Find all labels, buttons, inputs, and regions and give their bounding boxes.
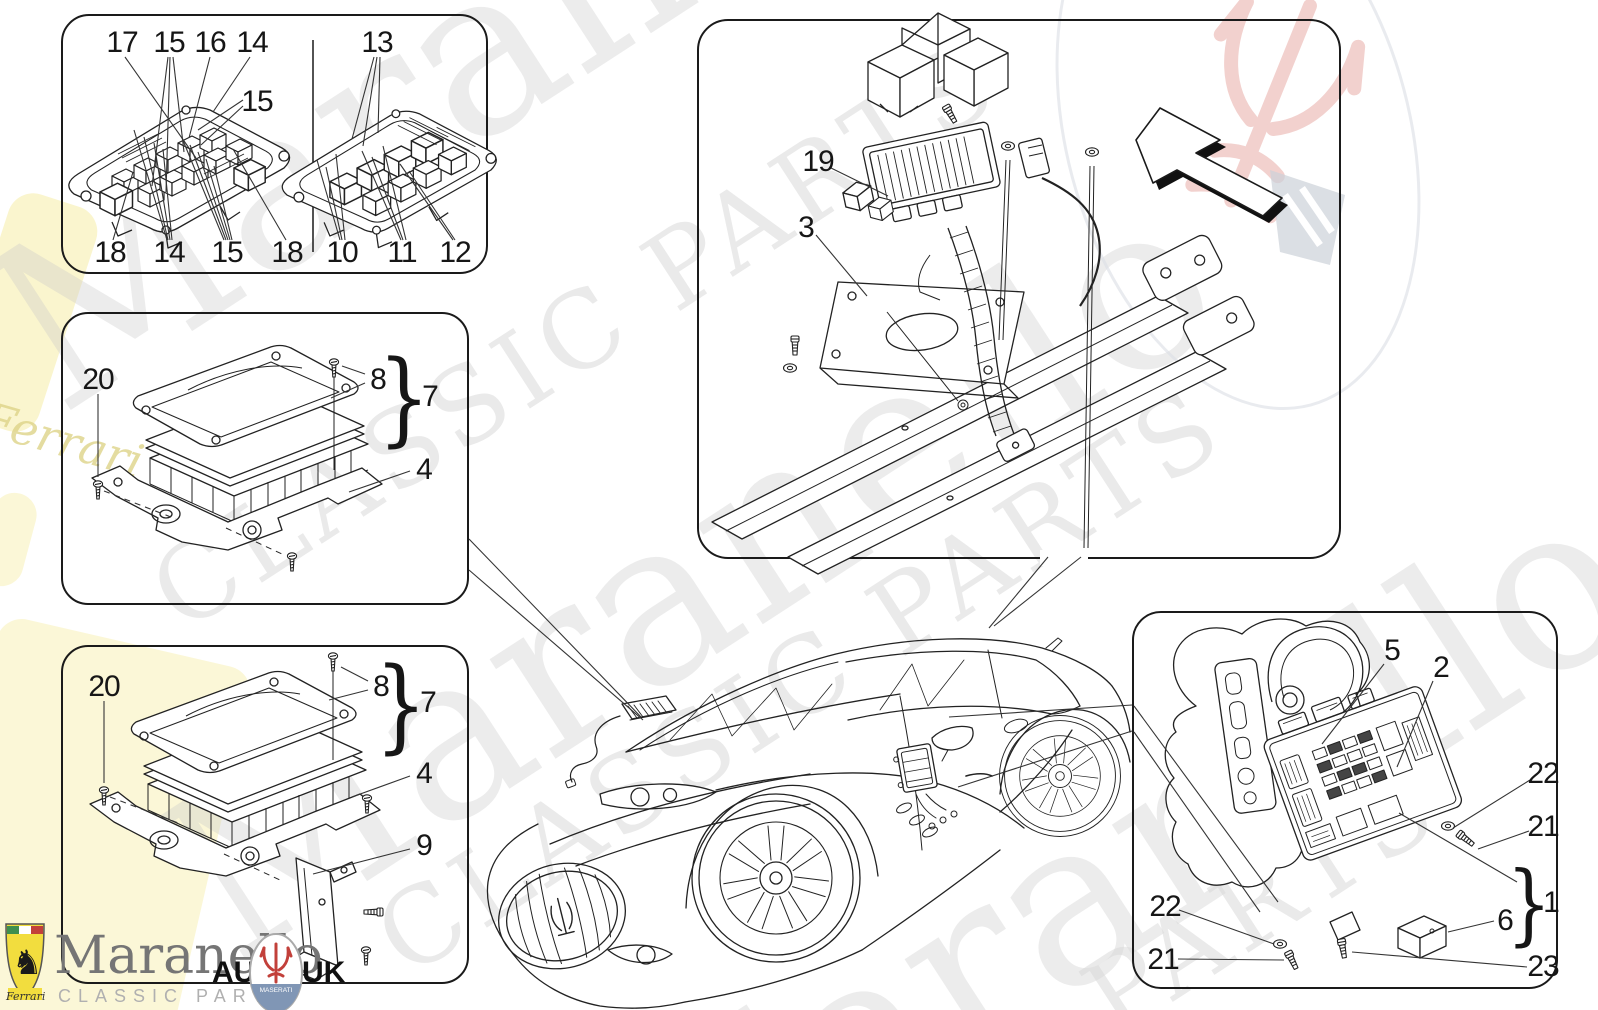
callout-label: 4 xyxy=(416,453,433,486)
callout-label: 7 xyxy=(420,686,437,719)
connector-plug xyxy=(1017,137,1101,307)
ferrari-shield-label: Ferrari xyxy=(6,990,46,1003)
maserati-badge-label: MASERATI xyxy=(260,987,293,994)
car-drawing xyxy=(486,637,1131,1009)
callout-label: 19 xyxy=(802,145,834,178)
svg-text:♞: ♞ xyxy=(12,943,42,983)
site-logo[interactable]: ♞ Ferrari Maranello CLASSIC PARTS AU MAS… xyxy=(0,918,380,1010)
panel-bottom-right xyxy=(1132,611,1558,989)
callout-label: 22 xyxy=(1527,757,1559,790)
callout-label: 12 xyxy=(439,236,471,269)
callout-label: 18 xyxy=(271,236,303,269)
cable-loom xyxy=(917,225,1015,437)
callout-label: 21 xyxy=(1527,810,1559,843)
relay-assembly-drawing xyxy=(711,12,1288,575)
front-wheel xyxy=(691,793,861,963)
callout-label: 22 xyxy=(1149,890,1181,923)
chassis-rail xyxy=(711,234,1223,540)
callout-label: 7 xyxy=(422,380,439,413)
callout-label: 16 xyxy=(194,26,226,59)
callout-label: 23 xyxy=(1527,950,1559,983)
callout-label: 1 xyxy=(1543,886,1560,919)
au-link[interactable]: AU xyxy=(212,956,256,989)
panel-top-left xyxy=(61,14,488,274)
leader-lines xyxy=(97,56,1531,968)
callout-label: 17 xyxy=(106,26,138,59)
callout-label: 18 xyxy=(94,236,126,269)
direction-arrow-icon xyxy=(1135,107,1288,223)
brace-glyph: } xyxy=(378,339,430,458)
brace-glyph: } xyxy=(375,646,427,765)
callout-label: 8 xyxy=(373,670,390,703)
callout-label: 2 xyxy=(1433,651,1450,684)
callout-label: 10 xyxy=(326,236,358,269)
body-computer-drawing xyxy=(1164,618,1477,971)
mounting-bracket xyxy=(819,281,1025,399)
relay-stack xyxy=(867,12,1009,118)
callout-label: 13 xyxy=(361,26,393,59)
callout-label: 20 xyxy=(88,670,120,703)
callout-label: 15 xyxy=(241,85,273,118)
cable-strap xyxy=(1267,626,1364,719)
callout-label: 6 xyxy=(1497,904,1514,937)
callout-label: 15 xyxy=(211,236,243,269)
door-ecu xyxy=(893,743,958,830)
ecu-drawing-middle xyxy=(91,344,383,572)
callout-label: 11 xyxy=(387,236,417,269)
callout-label: 21 xyxy=(1147,943,1179,976)
callout-label: 4 xyxy=(416,757,433,790)
callout-label: 15 xyxy=(153,26,185,59)
logo-classic-parts: CLASSIC PARTS xyxy=(58,986,290,1006)
rear-wheel xyxy=(999,715,1121,837)
badge-gray-watermark xyxy=(1270,170,1345,265)
ferrari-shield-icon: ♞ xyxy=(5,923,45,1000)
chassis-rail xyxy=(787,295,1255,575)
fuse-holder xyxy=(840,121,1001,224)
callout-label: 5 xyxy=(1384,634,1401,667)
callout-label: 20 xyxy=(82,363,114,396)
relay-cube xyxy=(1397,915,1447,959)
callout-label: 8 xyxy=(370,363,387,396)
callout-label: 9 xyxy=(416,829,433,862)
hood-ecu xyxy=(565,695,677,789)
maserati-trident-icon[interactable]: MASERATI xyxy=(248,932,304,1010)
brace-glyph: } xyxy=(1506,852,1552,955)
front-fusebox-drawing xyxy=(68,105,497,249)
grille xyxy=(497,862,627,970)
callout-label: 3 xyxy=(798,211,815,244)
callout-label: 14 xyxy=(153,236,185,269)
border-gap xyxy=(1040,550,1088,566)
callout-label: 14 xyxy=(236,26,268,59)
panel-top-right xyxy=(697,19,1341,559)
panel-middle-left xyxy=(61,312,469,605)
uk-link[interactable]: UK xyxy=(302,956,346,989)
